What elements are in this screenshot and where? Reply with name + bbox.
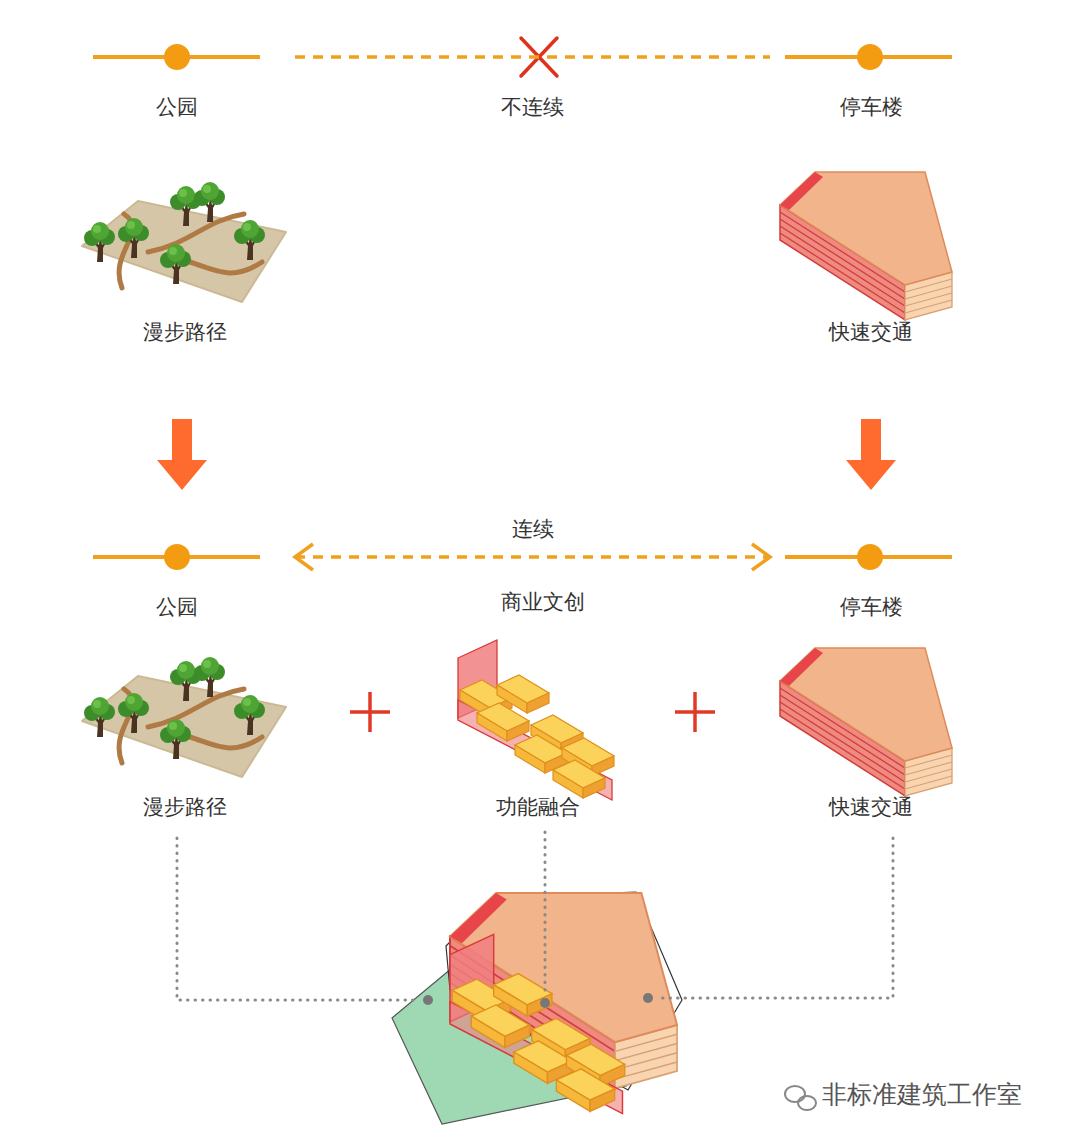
- arrow-shaft: [861, 419, 881, 461]
- parking-building: [780, 648, 952, 796]
- leader-dot: [423, 993, 653, 1008]
- park-illustration: [82, 182, 286, 302]
- plus-sign: [350, 692, 715, 732]
- node-title: 商业文创: [498, 590, 588, 615]
- node-caption: 快速交通: [826, 320, 916, 345]
- connector-line: [295, 555, 770, 559]
- parking-building: [780, 172, 952, 320]
- concept-node: 停车楼快速交通: [770, 490, 970, 830]
- commercial-modules: [458, 640, 614, 800]
- arrow-head: [752, 544, 770, 570]
- concept-node: 停车楼快速交通: [770, 30, 970, 415]
- park-illustration: [82, 657, 286, 777]
- commercial-modules: [450, 934, 625, 1113]
- flow-arrow: [846, 419, 896, 490]
- node-title: 公园: [153, 595, 201, 620]
- node-caption: 漫步路径: [140, 320, 230, 345]
- concept-node: 公园漫步路径: [70, 490, 295, 830]
- dashed-connector: [295, 57, 770, 58]
- leader-line: [177, 832, 893, 1000]
- concept-node: 商业文创功能融合: [440, 585, 640, 830]
- node-caption: 漫步路径: [140, 795, 230, 820]
- node-marker: [93, 44, 952, 570]
- node-title: 停车楼: [837, 595, 906, 620]
- arrow-head: [295, 544, 313, 570]
- node-title: 公园: [153, 95, 201, 120]
- combined-illustration: [392, 892, 682, 1124]
- connector-line: [295, 55, 770, 59]
- arrow-shaft: [172, 419, 192, 461]
- edge-label: 不连续: [497, 95, 568, 120]
- arrow-head: [846, 460, 896, 490]
- dashed-connector: [295, 544, 770, 570]
- node-title: 停车楼: [837, 95, 906, 120]
- node-caption: 功能融合: [493, 795, 583, 820]
- concept-node: 公园漫步路径: [70, 30, 295, 415]
- edge-label: 连续: [508, 517, 558, 542]
- flow-arrow: [157, 419, 207, 490]
- watermark: 非标准建筑工作室: [822, 1080, 1022, 1110]
- wechat-icon: [785, 1086, 816, 1110]
- arrow-head: [157, 460, 207, 490]
- node-caption: 快速交通: [826, 795, 916, 820]
